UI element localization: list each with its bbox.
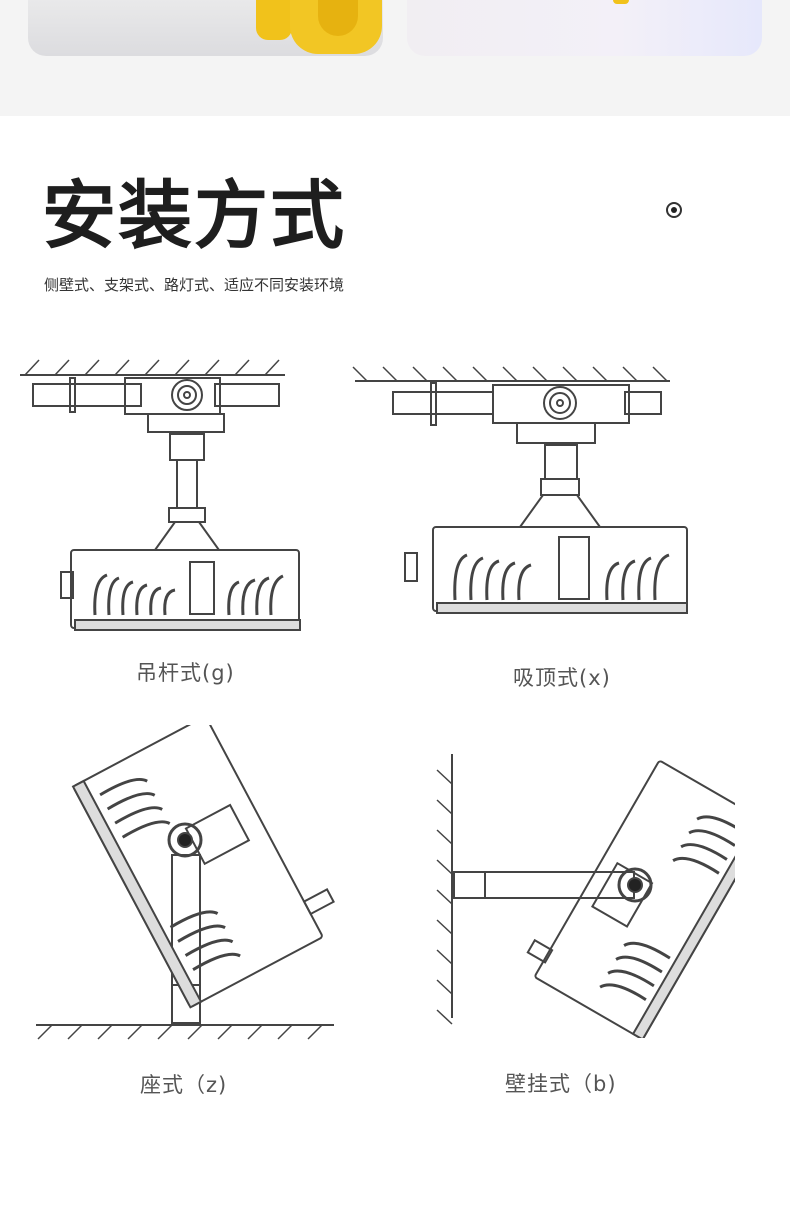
- pedestal-mount-caption: 座式（z): [140, 1073, 228, 1097]
- page-subtitle: 侧壁式、支架式、路灯式、适应不同安装环境: [44, 276, 345, 294]
- pedestal-mount-diagram: [30, 725, 340, 1045]
- wall-mount-diagram: [425, 748, 735, 1038]
- ceiling-mount-caption: 吸顶式(x): [513, 666, 611, 690]
- top-gallery-band: [0, 0, 790, 116]
- ceiling-mount-diagram: [345, 355, 695, 625]
- product-photo-right: [407, 0, 762, 56]
- page-title: 安装方式: [42, 173, 346, 259]
- radio-indicator-icon[interactable]: [666, 202, 682, 218]
- product-photo-left: [28, 0, 383, 56]
- pendant-mount-diagram: [15, 350, 315, 640]
- wall-mount-caption: 壁挂式（b): [505, 1072, 617, 1096]
- pendant-mount-caption: 吊杆式(g): [136, 661, 235, 685]
